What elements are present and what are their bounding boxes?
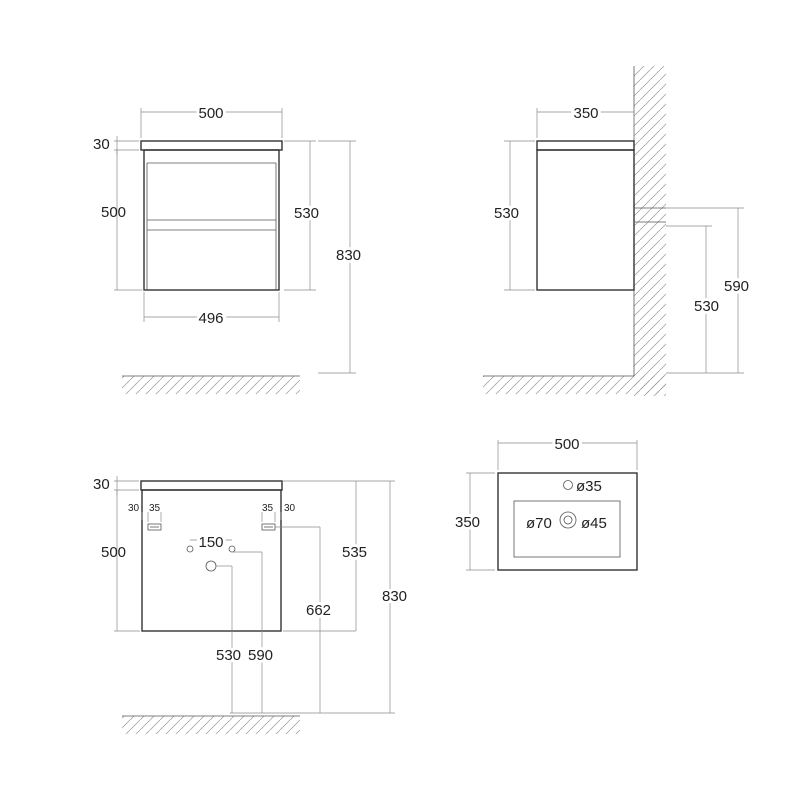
front-countertop-label: 30 [93, 136, 110, 153]
basin-outline [497, 472, 638, 571]
side-body-height-label: 530 [494, 205, 519, 222]
back-bracket-edge-left: 30 [128, 503, 140, 514]
back-hole-spacing-label: 150 [198, 534, 223, 551]
side-pipe-height-label: 590 [724, 278, 749, 295]
front-floor [122, 376, 300, 394]
side-cabinet-body [536, 149, 635, 291]
back-view: 30 35 35 30 150 30 500 [93, 476, 410, 734]
front-dim-countertop: 30 [93, 136, 139, 155]
side-dim-body-height: 530 [491, 140, 535, 291]
back-dim-total-height: 830 [379, 481, 410, 713]
back-total-height-label: 830 [382, 588, 407, 605]
back-cabinet-body [141, 489, 282, 632]
front-view: 500 30 500 530 830 [93, 102, 364, 394]
basin-tap-hole-label: ø35 [576, 478, 602, 495]
side-depth-label: 350 [573, 105, 598, 122]
back-bracket-right [261, 523, 276, 531]
front-cabinet-height-label: 500 [101, 204, 126, 221]
side-countertop [536, 140, 635, 151]
basin-bowl [513, 500, 621, 558]
basin-top-view: ø35 ø70 ø45 500 350 [452, 433, 638, 571]
back-cabinet-height-label: 500 [101, 544, 126, 561]
front-dim-width-top: 500 [140, 102, 283, 138]
back-bracket-edge-right: 30 [284, 503, 296, 514]
back-floor [122, 716, 300, 734]
front-body-height-label: 530 [294, 205, 319, 222]
back-bracket-width-left: 35 [149, 503, 161, 514]
back-countertop-label: 30 [93, 476, 110, 493]
back-dim-drain-height: 662 [303, 527, 334, 713]
front-countertop [140, 140, 283, 151]
side-wall [634, 66, 666, 396]
front-cabinet-body [143, 149, 280, 291]
front-width-bottom-label: 496 [198, 310, 223, 327]
side-dim-pipe-height: 590 [666, 207, 752, 374]
basin-dim-width: 500 [497, 433, 638, 470]
back-hole-right [228, 545, 236, 553]
back-dim-countertop: 30 [93, 476, 139, 495]
basin-width-label: 500 [554, 436, 579, 453]
front-dim-body-height: 530 [284, 140, 322, 291]
back-drain-height-label: 662 [306, 602, 331, 619]
back-dim-bracket-drop: 535 [339, 481, 370, 631]
side-floor-height-label: 530 [694, 298, 719, 315]
back-dim-floor-to-bracket: 590 [245, 552, 276, 713]
side-view: 350 530 590 530 [483, 66, 752, 396]
side-dim-floor-height: 530 [666, 225, 722, 373]
basin-drain-outer-label: ø70 [526, 515, 552, 532]
basin-drain-inner [563, 515, 573, 525]
back-drain-hole [205, 560, 217, 572]
basin-tap-hole [563, 480, 573, 490]
back-floor-to-hole-label: 530 [216, 647, 241, 664]
side-dim-depth: 350 [536, 102, 635, 138]
front-dim-width-bottom: 496 [143, 292, 280, 330]
back-dim-brackets: 30 35 35 30 [128, 503, 296, 522]
back-dim-cabinet-height: 500 [101, 490, 140, 632]
basin-depth-label: 350 [455, 514, 480, 531]
side-floor [483, 376, 666, 394]
back-bracket-drop-label: 535 [342, 544, 367, 561]
basin-drain-outer [559, 511, 577, 529]
back-countertop [140, 480, 283, 491]
front-width-top-label: 500 [198, 105, 223, 122]
back-dim-hole-spacing: 150 [190, 531, 232, 554]
back-bracket-width-right: 35 [262, 503, 274, 514]
back-dim-floor-to-hole: 530 [213, 566, 244, 713]
back-floor-to-bracket-label: 590 [248, 647, 273, 664]
basin-drain-inner-label: ø45 [581, 515, 607, 532]
back-hole-left [186, 545, 194, 553]
front-total-height-label: 830 [336, 247, 361, 264]
front-dim-cabinet-height: 500 [101, 150, 142, 291]
front-dim-total-height: 830 [318, 140, 364, 374]
back-bracket-left [147, 523, 162, 531]
basin-dim-depth: 350 [452, 472, 495, 571]
